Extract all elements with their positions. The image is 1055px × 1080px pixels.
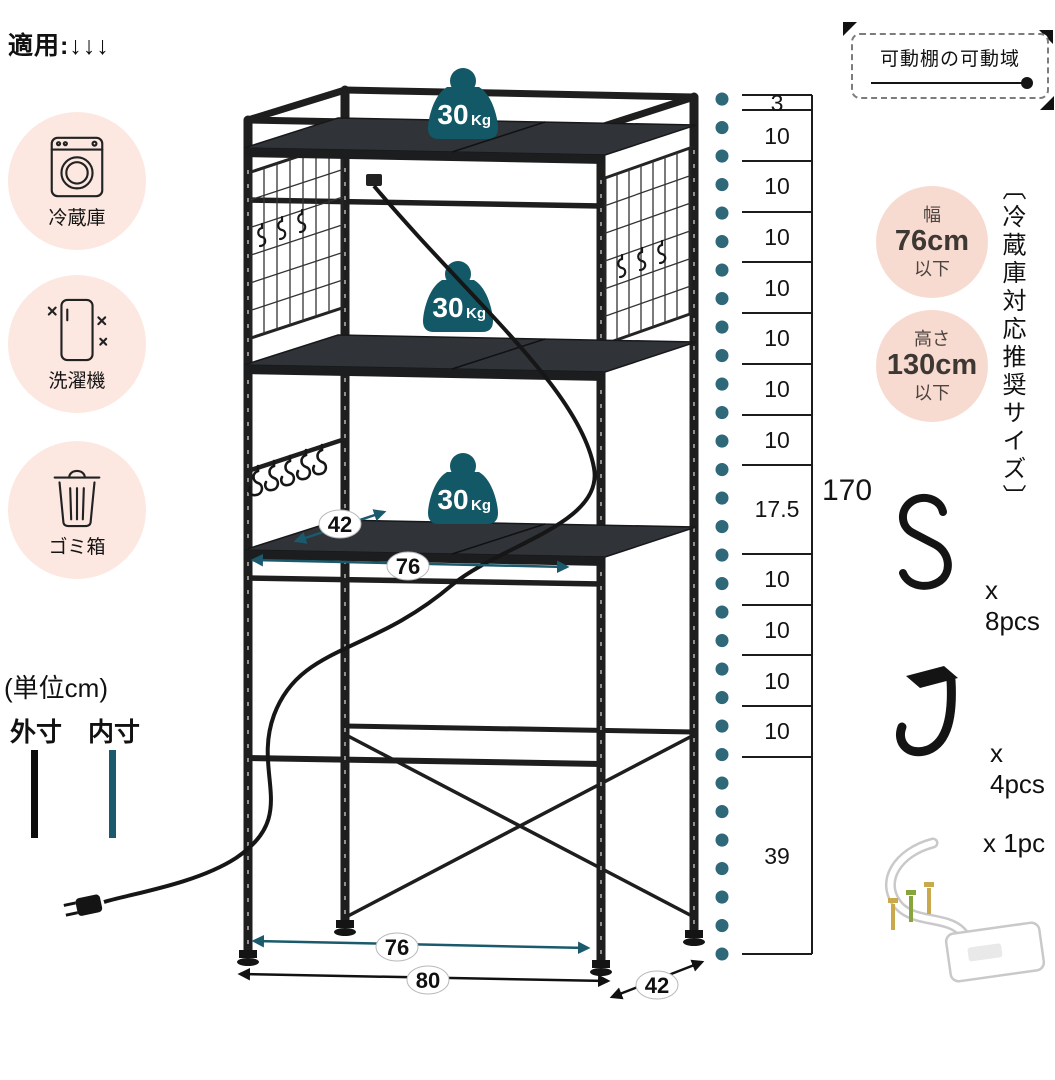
- outer-dimension-arrows: [237, 959, 705, 1000]
- post-holes: [247, 140, 695, 958]
- svg-text:10: 10: [764, 173, 790, 199]
- height-limit-caption: 高さ: [914, 328, 950, 349]
- width-limit-suffix: 以下: [914, 258, 950, 279]
- movable-range-title: 可動棚の可動域: [879, 49, 1020, 70]
- svg-text:30: 30: [437, 99, 468, 130]
- inner-dim-swatch: [109, 750, 116, 838]
- svg-text:30: 30: [432, 292, 463, 323]
- j-hook-icon: [896, 666, 958, 757]
- mesh-s-hooks: [257, 208, 667, 279]
- svg-text:42: 42: [328, 512, 352, 537]
- movable-range-indicator: [871, 77, 1033, 89]
- applicable-item-trash: ゴミ箱: [8, 441, 146, 579]
- svg-text:10: 10: [764, 617, 790, 643]
- s-hook-count: x 8pcs: [985, 575, 1040, 636]
- dimension-chips: 42 76 76 80 42: [318, 509, 679, 1000]
- outer-dim-swatch: [31, 750, 38, 838]
- cord-box: [366, 174, 382, 186]
- wire-mesh-right: [603, 145, 692, 347]
- svg-text:10: 10: [764, 325, 790, 351]
- width-limit-circle: 幅 76cm 以下: [876, 186, 988, 298]
- width-limit-value: 76cm: [894, 225, 970, 258]
- svg-text:42: 42: [645, 973, 669, 998]
- washing-machine-icon: [50, 136, 104, 197]
- svg-text:80: 80: [416, 968, 440, 993]
- svg-text:76: 76: [396, 554, 420, 579]
- total-height-label: 170: [822, 474, 872, 507]
- svg-text:10: 10: [764, 275, 790, 301]
- svg-text:10: 10: [764, 668, 790, 694]
- applicable-item-fridge: 冷蔵庫: [8, 112, 146, 250]
- s-hook-icon: [899, 493, 952, 590]
- screws-icon: [888, 882, 934, 930]
- recommend-note-vertical: 〔冷蔵庫対応推奨サイズ〕: [998, 176, 1025, 512]
- outer-dim-label: 外寸: [10, 717, 63, 747]
- strap-count: x 1pc: [983, 828, 1046, 858]
- svg-text:10: 10: [764, 427, 790, 453]
- svg-text:10: 10: [764, 224, 790, 250]
- applicable-item-label: ゴミ箱: [48, 536, 106, 558]
- svg-text:Kg: Kg: [466, 305, 486, 322]
- svg-text:30: 30: [437, 484, 468, 515]
- shelf-lower: [243, 519, 697, 566]
- svg-text:39: 39: [764, 843, 790, 869]
- weight-badge-lower: 30 Kg: [428, 453, 498, 524]
- svg-text:10: 10: [764, 566, 790, 592]
- height-limit-value: 130cm: [886, 349, 978, 382]
- height-limit-suffix: 以下: [914, 382, 950, 403]
- svg-text:3: 3: [771, 90, 784, 116]
- applicable-item-washer: 洗濯機: [8, 275, 146, 413]
- height-limit-circle: 高さ 130cm 以下: [876, 310, 988, 422]
- unit-note: (単位cm): [4, 673, 108, 703]
- svg-text:10: 10: [764, 123, 790, 149]
- weight-badge-top: 30 Kg: [428, 68, 498, 139]
- applicable-item-label: 洗濯機: [48, 370, 106, 392]
- applicable-heading: 適用:↓↓↓: [8, 32, 110, 60]
- svg-text:Kg: Kg: [471, 497, 491, 514]
- svg-text:Kg: Kg: [471, 112, 491, 129]
- power-cord: [103, 184, 597, 904]
- movable-range-box: 可動棚の可動域: [851, 33, 1049, 99]
- trash-can-icon: [53, 469, 101, 527]
- anti-tip-strap-icon: [884, 837, 1046, 983]
- measurement-ticks: [742, 94, 813, 955]
- svg-text:10: 10: [764, 376, 790, 402]
- rack-feet: [237, 920, 705, 976]
- svg-text:17.5: 17.5: [755, 496, 800, 522]
- power-plug-icon: [63, 894, 103, 917]
- measurement-labels: 3 10 10 10 10 10 10 10 17.5 10 10 10 10 …: [755, 90, 800, 869]
- measurement-scale: 3 10 10 10 10 10 10 10 17.5 10 10 10 10 …: [715, 90, 872, 961]
- inner-dim-label: 内寸: [88, 717, 141, 747]
- indicator-dot-icon: [1021, 77, 1033, 89]
- refrigerator-icon: [47, 298, 108, 361]
- shelf-middle: [243, 334, 697, 381]
- j-hook-count: x 4pcs: [990, 738, 1045, 799]
- applicable-item-label: 冷蔵庫: [48, 207, 106, 229]
- svg-text:76: 76: [385, 935, 409, 960]
- width-limit-caption: 幅: [923, 204, 941, 225]
- bar-s-hooks: [247, 443, 328, 497]
- hook-bar: [248, 437, 345, 473]
- weight-badge-middle: 30 Kg: [423, 261, 493, 332]
- svg-text:10: 10: [764, 718, 790, 744]
